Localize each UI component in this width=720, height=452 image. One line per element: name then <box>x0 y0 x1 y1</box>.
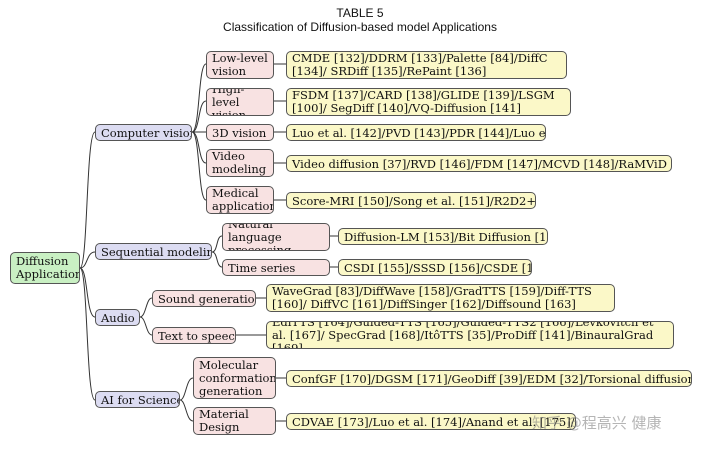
sub-material-design: Material Design <box>193 407 276 435</box>
category-sequential-modeling: Sequential modeling <box>95 243 212 260</box>
leaf-molecular-conformation: ConfGF [170]/DGSM [171]/GeoDiff [39]/EDM… <box>286 370 692 387</box>
category-ai-for-science: AI for Science <box>95 391 180 408</box>
sub-3d-vision: 3D vision <box>206 124 274 141</box>
sub-sound-generation: Sound generation <box>152 290 256 307</box>
leaf-text-to-speech: EdiTTS [164]/Guided-TTS [165]/Guided-TTS… <box>266 321 674 349</box>
leaf-low-level-vision: CMDE [132]/DDRM [133]/Palette [84]/DiffC… <box>286 51 567 79</box>
leaf-nlp: Diffusion-LM [153]/Bit Diffusion [154] <box>338 228 548 245</box>
sub-nlp: Natural language processing <box>222 223 330 251</box>
sub-low-level-vision: Low-level vision <box>206 51 274 79</box>
sub-time-series: Time series <box>222 259 330 276</box>
sub-text-to-speech: Text to speech <box>152 327 236 344</box>
leaf-3d-vision: Luo et al. [142]/PVD [143]/PDR [144]/Luo… <box>286 124 546 141</box>
sub-video-modeling: Video modeling <box>206 149 274 177</box>
category-computer-vision: Computer vision <box>95 124 192 141</box>
leaf-medical-application: Score-MRI [150]/Song et al. [151]/R2D2+ … <box>286 192 536 209</box>
table-number: TABLE 5 <box>336 6 384 20</box>
table-title: Classification of Diffusion-based model … <box>223 20 497 34</box>
leaf-high-level-vision: FSDM [137]/CARD [138]/GLIDE [139]/LSGM [… <box>286 88 571 116</box>
root-node: Diffusion Application <box>10 252 80 284</box>
sub-molecular-conformation: Molecular conformation generation <box>193 357 276 399</box>
category-audio: Audio <box>95 309 140 326</box>
leaf-sound-generation: WaveGrad [83]/DiffWave [158]/GradTTS [15… <box>266 284 615 312</box>
watermark: 知乎 @程高兴 健康 <box>532 414 662 432</box>
leaf-video-modeling: Video diffusion [37]/RVD [146]/FDM [147]… <box>286 155 672 172</box>
leaf-material-design: CDVAE [173]/Luo et al. [174]/Anand et al… <box>286 413 576 430</box>
sub-medical-application: Medical application <box>206 186 274 214</box>
sub-high-level-vision: High-level vision <box>206 88 274 116</box>
leaf-time-series: CSDI [155]/SSSD [156]/CSDE [157] <box>338 259 532 276</box>
